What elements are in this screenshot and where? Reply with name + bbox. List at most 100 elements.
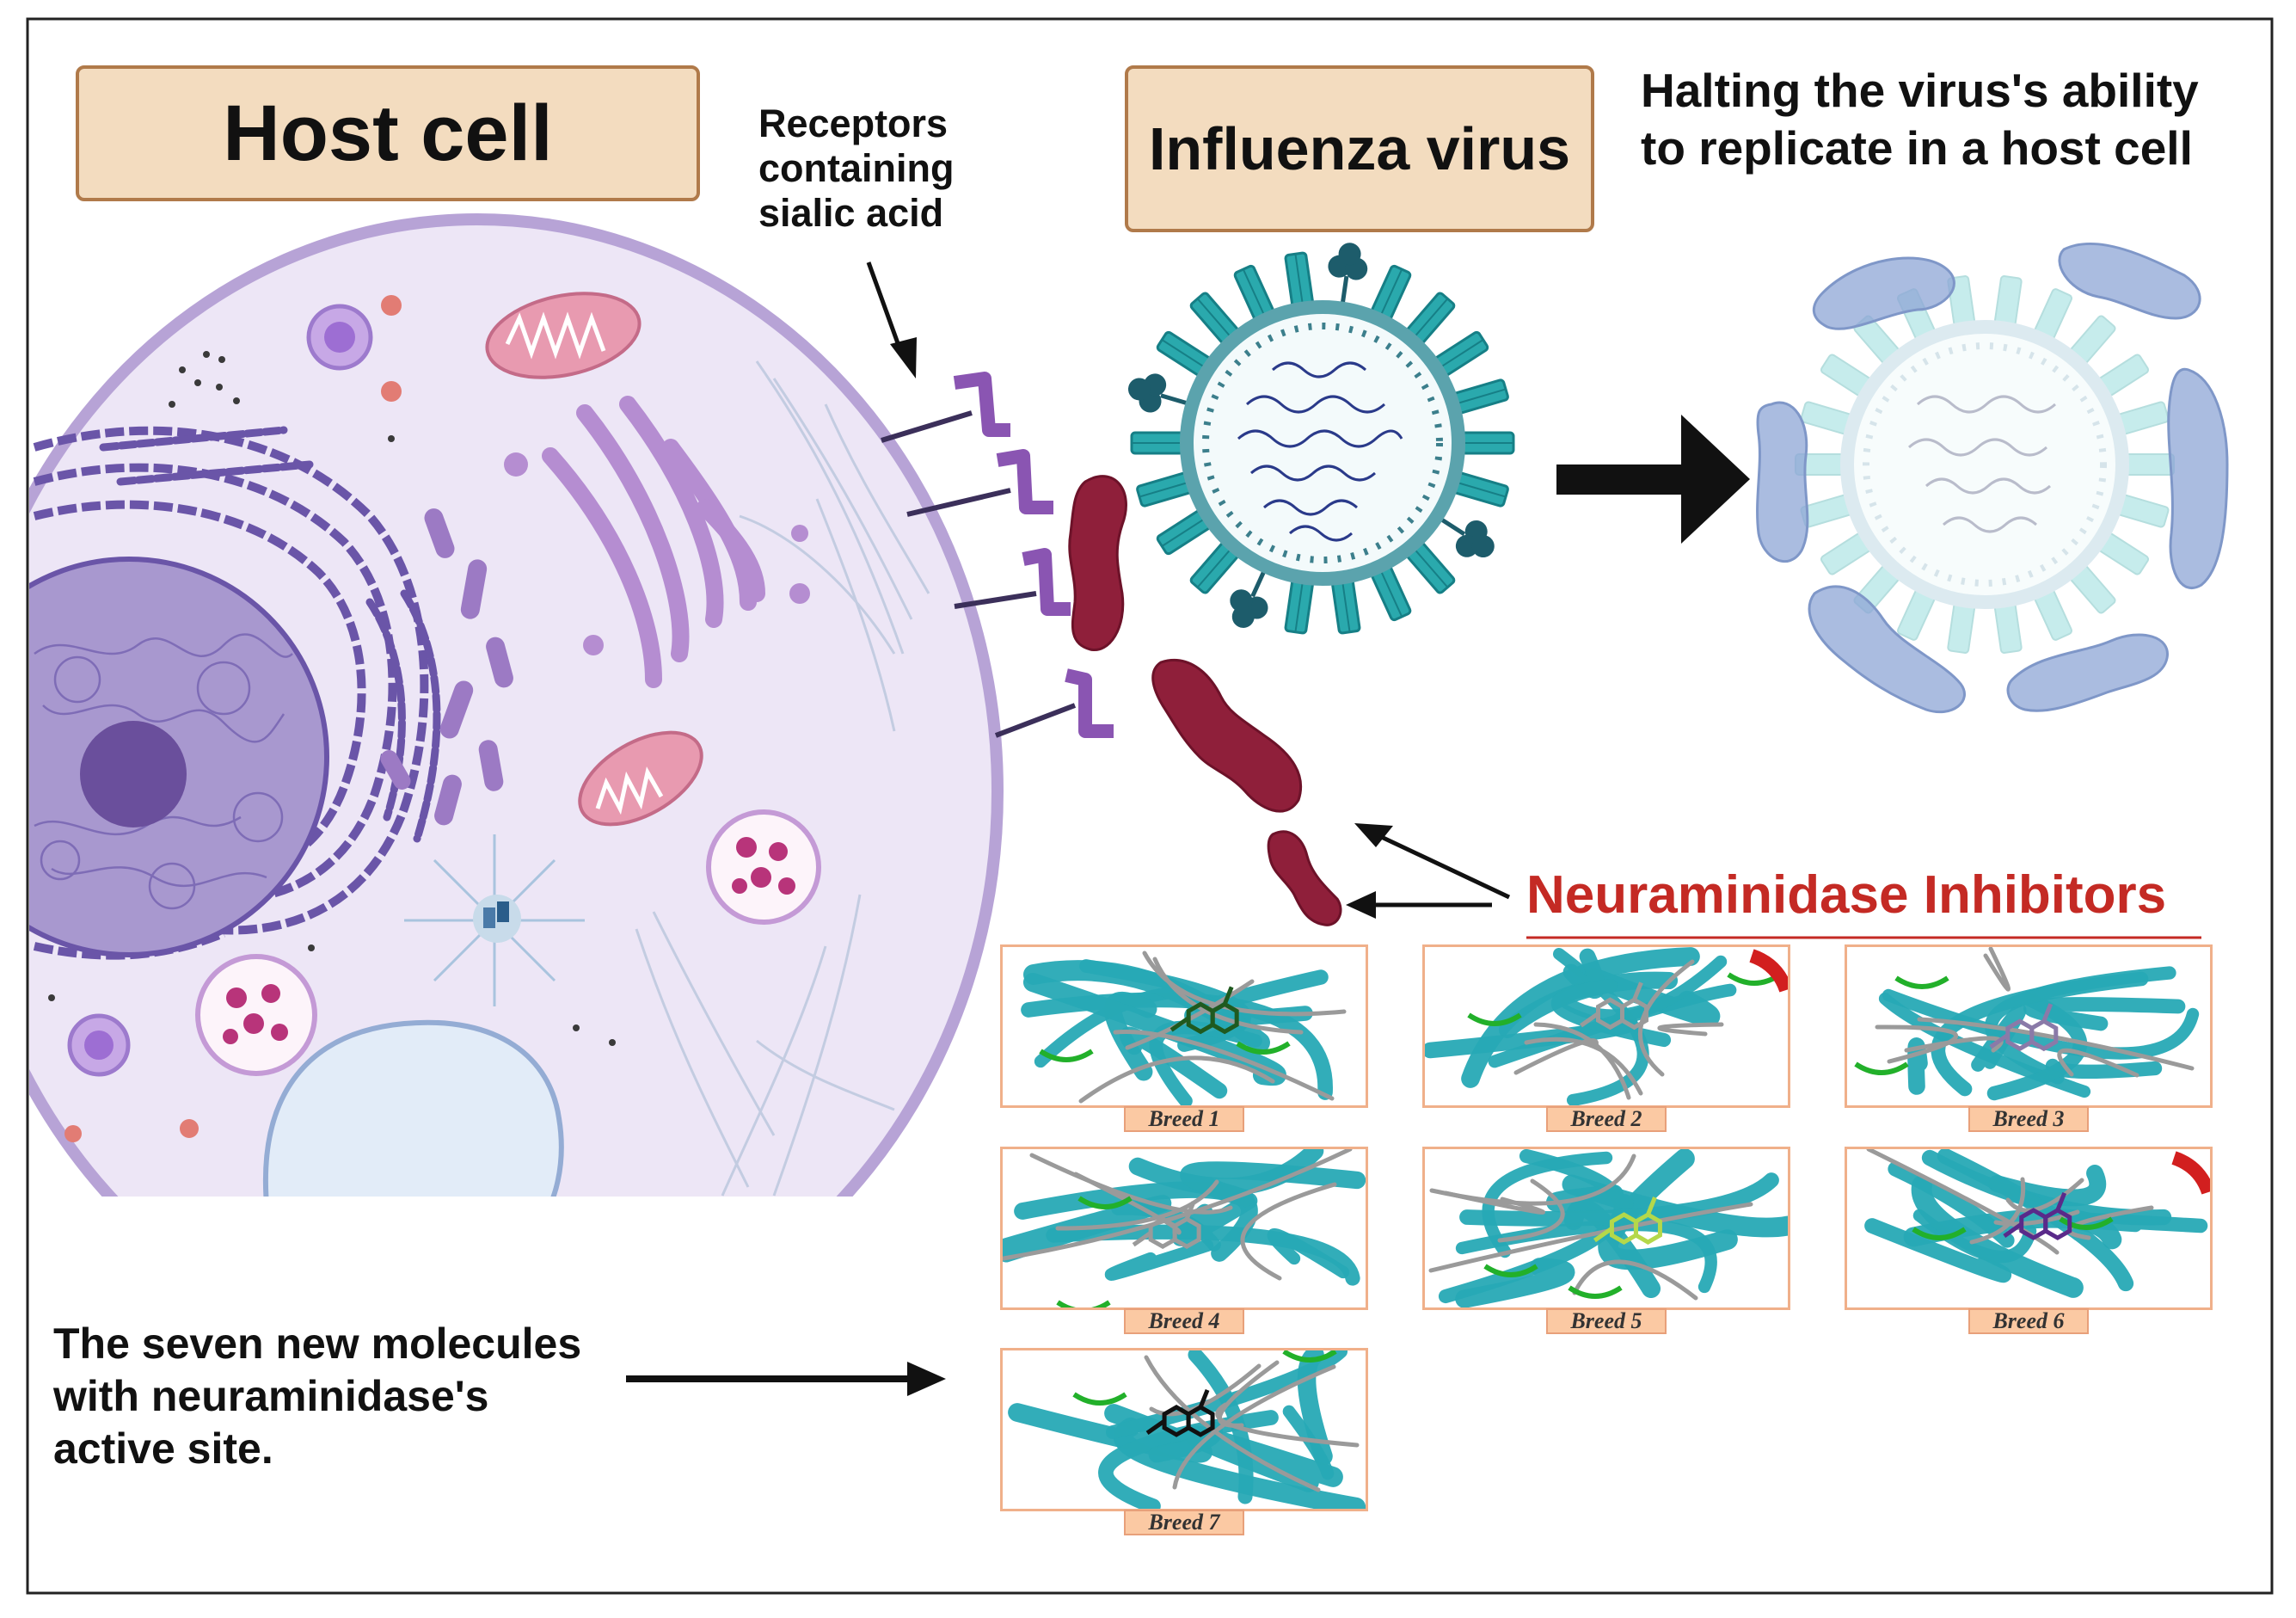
seven-molecules-note-line: active site.: [53, 1424, 273, 1473]
inhibitor-molecules: [1068, 475, 1342, 926]
viral-rna: [1925, 477, 2051, 495]
protein-ribbon-render: [1008, 1350, 1366, 1509]
breed-caption: Breed 1: [1124, 1106, 1244, 1132]
receptor: [954, 548, 1071, 616]
smooth-er: [380, 508, 513, 826]
seven-molecules-note-line: with neuraminidase's: [53, 1372, 489, 1420]
cytoskeleton-fibers: [635, 360, 930, 1197]
inhibitor-molecule: [1267, 830, 1342, 926]
bound-inhibitor: [2006, 633, 2169, 712]
receptors-note-line: Receptors: [758, 102, 948, 145]
virus-spike: [1452, 378, 1509, 415]
cell-membrane: [29, 213, 1004, 1197]
halting-note-line: to replicate in a host cell: [1641, 121, 2193, 175]
nucleolus: [80, 721, 187, 827]
docking-panel: [1845, 1147, 2213, 1310]
protein-ribbon-render: [1864, 1149, 2210, 1298]
protein-ribbon-render: [1003, 1149, 1366, 1307]
receptor: [906, 449, 1053, 517]
protein-ribbon-render: [1425, 947, 1788, 1105]
golgi-apparatus: [542, 396, 765, 688]
inhibitor-molecule: [1068, 475, 1127, 651]
ribosome-dots: [48, 351, 616, 1046]
free-ribosomes: [64, 295, 402, 1142]
receptor-pointer-arrow: [866, 261, 917, 378]
docking-panel: [1000, 944, 1368, 1108]
receptors-note-line: sialic acid: [758, 190, 944, 235]
bound-inhibitor: [1756, 401, 1809, 563]
virus-spike: [1130, 431, 1185, 455]
mitochondrion: [485, 292, 642, 379]
figure-frame: [26, 17, 2274, 1595]
virus-spike: [1452, 471, 1509, 508]
virus-spike: [1993, 275, 2023, 327]
viral-rna: [1943, 516, 2037, 533]
breed-caption: Breed 6: [1968, 1308, 2089, 1334]
vacuole: [262, 1019, 564, 1197]
inhibitor-molecule: [1151, 658, 1303, 813]
virus-spike: [1460, 431, 1515, 455]
receptors: [881, 372, 1114, 738]
virus-spike: [1284, 578, 1314, 635]
breed-caption: Breed 3: [1968, 1106, 2089, 1132]
bound-inhibitor: [2167, 367, 2229, 589]
influenza-virus-particle: [1127, 243, 1515, 635]
centrosome: [404, 834, 585, 1006]
lysosome: [67, 1013, 131, 1077]
breed-caption: Breed 7: [1124, 1510, 1244, 1535]
virus-spike: [1331, 578, 1361, 635]
mitochondrion: [578, 730, 703, 827]
seven-molecules-note-line: The seven new molecules: [53, 1320, 582, 1368]
host-cell-label: Host cell: [76, 65, 700, 201]
docking-panel: [1422, 944, 1790, 1108]
virus-spike: [2116, 401, 2170, 435]
virus-spike: [2116, 494, 2170, 528]
protein-ribbon-render: [1428, 1149, 1788, 1307]
docking-panel: [1845, 944, 2213, 1108]
viral-rna: [1289, 525, 1353, 542]
viral-rna: [1916, 395, 2057, 414]
receptors-note-line: containing: [758, 145, 955, 190]
golgi-vesicles: [504, 452, 810, 655]
virus-spike: [2125, 453, 2175, 476]
inhibitor-label-arrows: [1346, 823, 2201, 939]
protein-ribbon-render: [1021, 950, 1347, 1105]
viral-rna: [1237, 429, 1403, 448]
endosome: [706, 809, 821, 925]
molecules-pointer-arrow: [626, 1362, 946, 1396]
docking-panel: [1000, 1147, 1368, 1310]
inhibitors-label: Neuraminidase Inhibitors: [1526, 865, 2167, 925]
host-cell: [29, 213, 1004, 1197]
halting-note: Halting the virus's ability to replicate…: [1641, 62, 2199, 177]
inhibited-virus-particle: [1756, 242, 2229, 714]
viral-rna: [1250, 464, 1376, 482]
bound-inhibitor: [1812, 256, 1955, 330]
breed-caption: Breed 5: [1546, 1308, 1667, 1334]
docking-panel: [1000, 1348, 1368, 1511]
bound-inhibitor: [2058, 242, 2201, 320]
lysosome: [306, 304, 373, 371]
bound-inhibitor: [1808, 585, 1966, 714]
protein-ribbon-render: [1854, 947, 2200, 1101]
viral-rna: [1245, 395, 1386, 414]
viral-rna: [1272, 361, 1366, 378]
receptor: [881, 372, 1010, 443]
halting-note-line: Halting the virus's ability: [1641, 64, 2199, 117]
endosome: [195, 954, 317, 1076]
virus-spike: [1136, 471, 1193, 508]
virus-spike: [1993, 602, 2023, 654]
viral-rna: [1263, 499, 1358, 516]
viral-rna: [1907, 438, 2048, 457]
breed-caption: Breed 4: [1124, 1308, 1244, 1334]
influenza-virus-label: Influenza virus: [1125, 65, 1594, 232]
receptors-note: Receptors containing sialic acid: [758, 102, 954, 235]
virus-spike: [1284, 251, 1314, 308]
result-arrow: [1556, 415, 1750, 544]
virus-spike: [1800, 401, 1853, 435]
virus-spike: [1947, 602, 1976, 654]
docking-panel: [1422, 1147, 1790, 1310]
seven-molecules-note: The seven new molecules with neuraminida…: [53, 1318, 581, 1475]
breed-caption: Breed 2: [1546, 1106, 1667, 1132]
